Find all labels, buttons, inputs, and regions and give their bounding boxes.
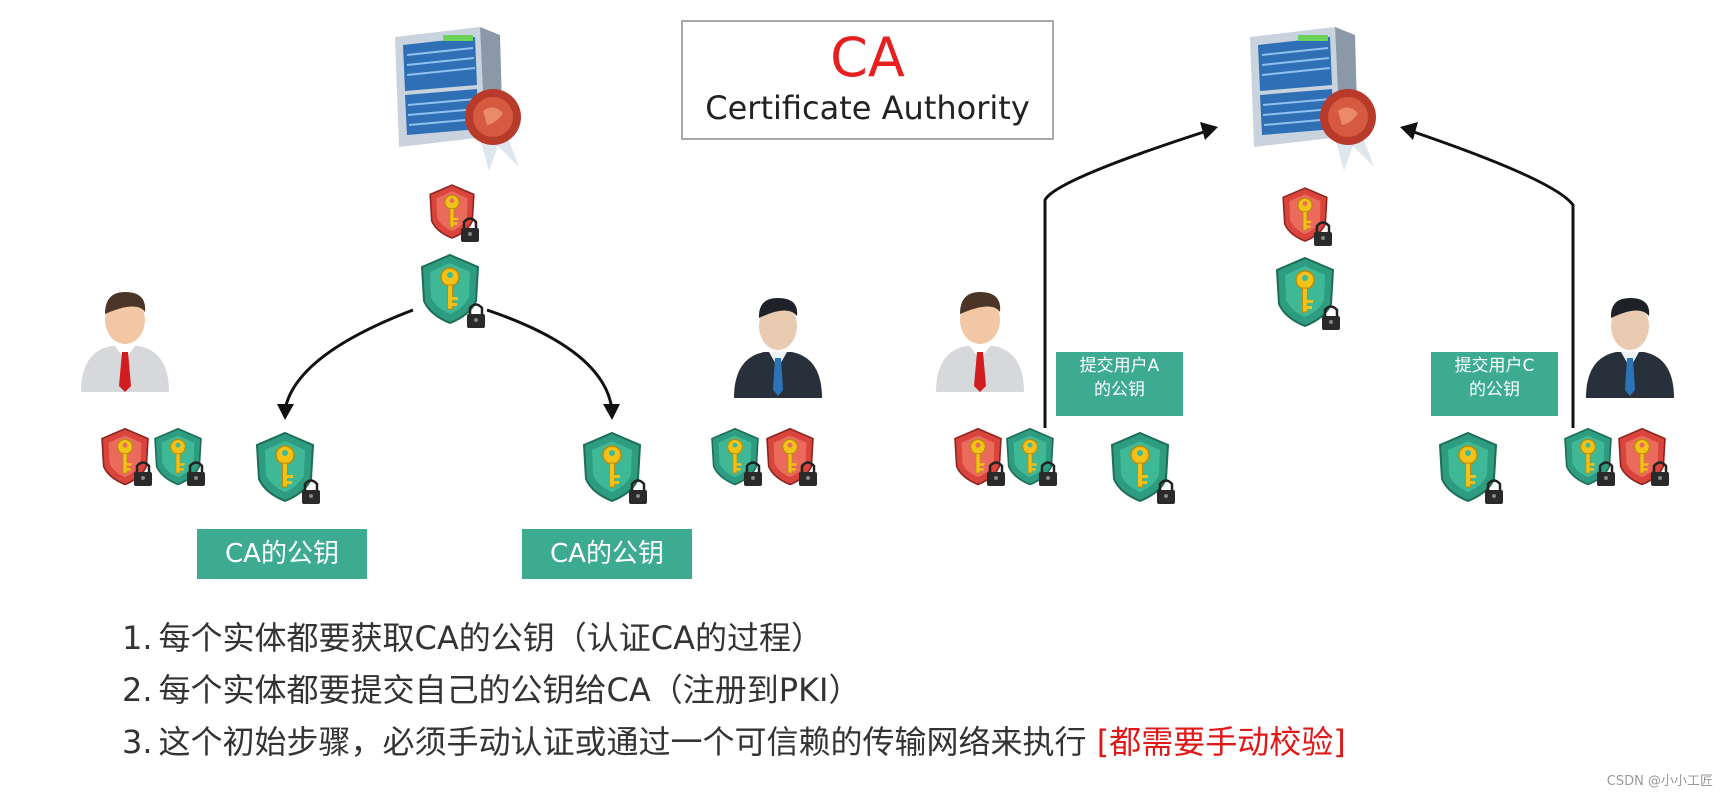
arrow-icon	[486, 308, 614, 411]
user-icon	[81, 292, 169, 392]
user-icon	[936, 292, 1024, 392]
arrow-head	[1400, 122, 1418, 140]
submit-user-c-line2: 的公钥	[1469, 380, 1520, 400]
lock-icon	[627, 479, 649, 506]
ca-title-box: CA Certificate Authority	[681, 20, 1054, 140]
step-3: 3.这个初始步骤，必须手动认证或通过一个可信赖的传输网络来执行 [都需要手动校验…	[122, 716, 1642, 768]
step-2: 2.每个实体都要提交自己的公钥给CA（注册到PKI）	[122, 664, 1642, 716]
user-icon	[734, 298, 822, 398]
submit-user-a-label: 提交用户A 的公钥	[1056, 352, 1183, 416]
ca-subtitle: Certificate Authority	[705, 89, 1030, 127]
certificate-seal-icon	[465, 89, 521, 171]
arrow-head	[603, 404, 620, 420]
step-text: 每个实体都要获取CA的公钥（认证CA的过程）	[158, 619, 824, 657]
arrow-icon	[1043, 128, 1211, 428]
step-list: 1.每个实体都要获取CA的公钥（认证CA的过程） 2.每个实体都要提交自己的公钥…	[122, 612, 1642, 768]
ca-title: CA	[830, 26, 905, 89]
arrow-icon	[283, 308, 414, 411]
step-number: 1.	[122, 619, 153, 657]
submit-user-c-line1: 提交用户C	[1454, 356, 1535, 376]
step-number: 2.	[122, 671, 153, 709]
arrow-icon	[1407, 128, 1575, 428]
arrow-head	[277, 404, 294, 420]
lock-icon	[1155, 479, 1177, 506]
watermark: CSDN @小小工匠	[1606, 774, 1713, 789]
submit-user-a-line2: 的公钥	[1094, 380, 1145, 400]
ca-pubkey-label-left: CA的公钥	[197, 529, 367, 579]
arrow-head	[1200, 122, 1218, 140]
lock-icon	[300, 479, 322, 506]
user-icon	[1586, 298, 1674, 398]
step-text: 这个初始步骤，必须手动认证或通过一个可信赖的传输网络来执行	[158, 723, 1087, 761]
step-1: 1.每个实体都要获取CA的公钥（认证CA的过程）	[122, 612, 1642, 664]
step-text: 每个实体都要提交自己的公钥给CA（注册到PKI）	[158, 671, 861, 709]
submit-user-a-line1: 提交用户A	[1079, 356, 1160, 376]
step-emphasis: [都需要手动校验]	[1096, 723, 1346, 761]
ca-pubkey-label-right: CA的公钥	[522, 529, 692, 579]
lock-icon	[1483, 479, 1505, 506]
lock-icon	[465, 303, 487, 330]
lock-icon	[1320, 305, 1342, 332]
submit-user-c-label: 提交用户C 的公钥	[1431, 352, 1558, 416]
step-number: 3.	[122, 723, 153, 761]
certificate-seal-icon	[1320, 89, 1376, 171]
